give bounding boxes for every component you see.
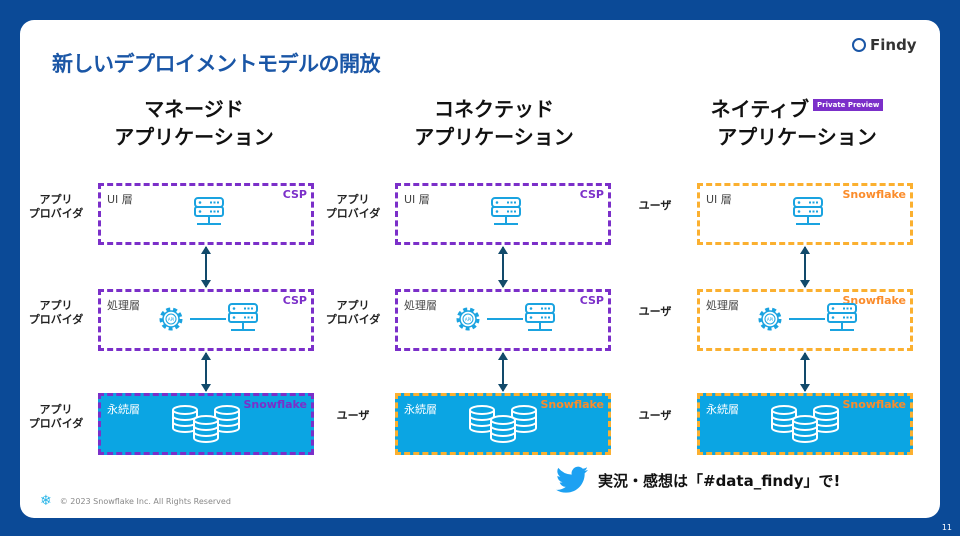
layer-box: 処理層 CSP API	[98, 289, 314, 351]
provider-tag: CSP	[282, 188, 307, 201]
title-line2: アプリケーション	[414, 125, 574, 149]
footer: ❄ © 2023 Snowflake Inc. All Rights Reserv…	[40, 493, 231, 509]
layer-box: 処理層 CSP API	[395, 289, 611, 351]
server-icon	[489, 196, 523, 232]
title-line1: ネイティブ	[710, 97, 810, 121]
layer-name: UI 層	[107, 193, 133, 206]
layer-name: 永続層	[107, 403, 140, 416]
title-line1: マネージド	[144, 97, 244, 121]
provider-tag: CSP	[579, 294, 604, 307]
database-icon	[171, 402, 255, 450]
bidirectional-arrow	[201, 352, 211, 392]
api-gear-icon: API	[156, 304, 186, 338]
hashtag-text: 実況・感想は「#data_findy」で!	[598, 471, 841, 490]
layer-box: 永続層 Snowflake	[98, 393, 314, 455]
column-title: コネクテッドアプリケーション	[344, 95, 644, 151]
provider-tag: Snowflake	[842, 294, 906, 307]
owner-label: アプリ プロバイダ	[28, 193, 84, 220]
logo-text: Findy	[870, 36, 917, 54]
owner-label: アプリ プロバイダ	[28, 299, 84, 326]
page-number: 11	[941, 523, 952, 532]
svg-text:API: API	[465, 317, 471, 322]
provider-tag: Snowflake	[540, 398, 604, 411]
provider-tag: CSP	[579, 188, 604, 201]
layer-name: 永続層	[404, 403, 437, 416]
findy-logo-icon	[852, 38, 866, 52]
column-title: マネージドアプリケーション	[44, 95, 344, 151]
server-icon	[825, 302, 859, 338]
owner-label: アプリ プロバイダ	[325, 193, 381, 220]
layer-box: UI 層 CSP	[395, 183, 611, 245]
provider-tag: Snowflake	[842, 188, 906, 201]
title-line1: コネクテッド	[434, 97, 554, 121]
layer-name: 処理層	[107, 299, 140, 312]
bidirectional-arrow	[800, 246, 810, 288]
bidirectional-arrow-icon	[789, 318, 825, 320]
private-preview-badge: Private Preview	[813, 99, 884, 111]
bidirectional-arrow	[201, 246, 211, 288]
svg-text:API: API	[767, 317, 773, 322]
provider-tag: Snowflake	[842, 398, 906, 411]
findy-logo: Findy	[852, 36, 917, 54]
database-icon	[770, 402, 854, 450]
owner-label: アプリ プロバイダ	[325, 299, 381, 326]
twitter-icon	[556, 466, 588, 493]
server-icon	[523, 302, 557, 338]
server-icon	[791, 196, 825, 232]
layer-box: 永続層 Snowflake	[697, 393, 913, 455]
layer-name: 処理層	[404, 299, 437, 312]
layer-name: UI 層	[404, 193, 430, 206]
owner-label: アプリ プロバイダ	[28, 403, 84, 430]
owner-label: ユーザ	[336, 409, 370, 422]
owner-label: ユーザ	[638, 305, 672, 318]
layer-box: 永続層 Snowflake	[395, 393, 611, 455]
server-icon	[226, 302, 260, 338]
bidirectional-arrow-icon	[190, 318, 226, 320]
owner-label: ユーザ	[638, 409, 672, 422]
slide-title: 新しいデプロイメントモデルの開放	[52, 52, 381, 76]
layer-name: 処理層	[706, 299, 739, 312]
server-icon	[192, 196, 226, 232]
bidirectional-arrow	[800, 352, 810, 392]
bidirectional-arrow	[498, 246, 508, 288]
hashtag-callout: 実況・感想は「#data_findy」で!	[556, 466, 840, 494]
provider-tag: Snowflake	[243, 398, 307, 411]
api-gear-icon: API	[755, 304, 785, 338]
layer-box: UI 層 CSP	[98, 183, 314, 245]
title-line2: アプリケーション	[114, 125, 274, 149]
copyright: © 2023 Snowflake Inc. All Rights Reserve…	[59, 496, 231, 506]
owner-label: ユーザ	[638, 199, 672, 212]
bidirectional-arrow	[498, 352, 508, 392]
snowflake-icon: ❄	[40, 493, 52, 509]
title-line2: アプリケーション	[717, 125, 877, 149]
layer-name: UI 層	[706, 193, 732, 206]
layer-name: 永続層	[706, 403, 739, 416]
bidirectional-arrow-icon	[487, 318, 523, 320]
svg-text:API: API	[168, 317, 174, 322]
provider-tag: CSP	[282, 294, 307, 307]
layer-box: UI 層 Snowflake	[697, 183, 913, 245]
database-icon	[468, 402, 552, 450]
api-gear-icon: API	[453, 304, 483, 338]
